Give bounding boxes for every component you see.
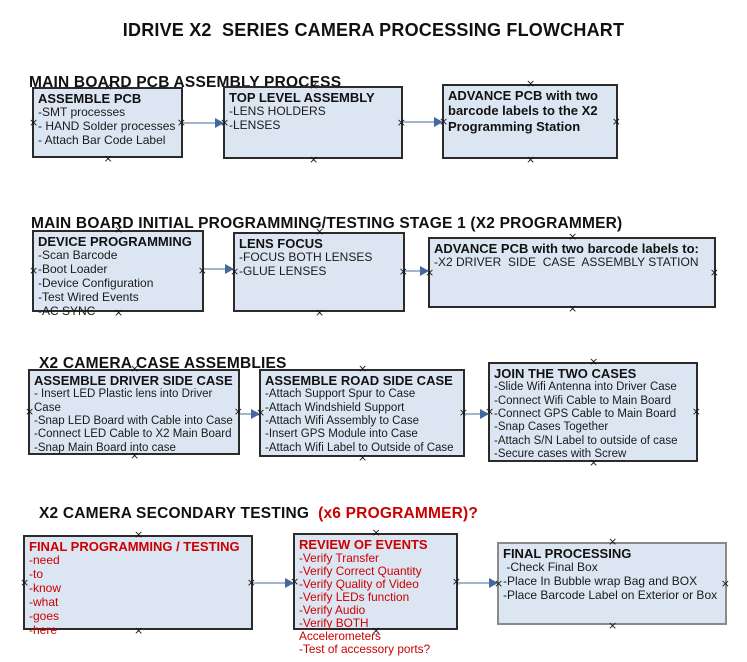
page-title: IDRIVE X2 SERIES CAMERA PROCESSING FLOWC… [122,20,625,40]
arrow-head-icon [215,118,224,128]
section-heading-accent: (x6 PROGRAMMER)? [309,505,479,522]
connector-arrow [240,409,260,419]
anchor-mark [20,577,29,588]
arrow-head-icon [480,409,489,419]
anchor-mark [29,265,38,276]
flow-box-assemble-road-side-case: ASSEMBLE ROAD SIDE CASE -Attach Support … [259,369,465,457]
anchor-mark [29,117,38,128]
box-items: -Check Final Box -Place In Bubble wrap B… [503,560,718,603]
box-items: -Scan Barcode -Boot Loader -Device Confi… [38,248,154,318]
anchor-mark [526,154,535,165]
box-title: ADVANCE PCB with two barcode labels to: [434,241,699,256]
box-items: -SMT processes - HAND Solder processes -… [38,105,176,148]
section-heading-case-assemblies: X2 CAMERA CASE ASSEMBLIES [30,337,287,373]
section-heading-text: MAIN BOARD INITIAL PROGRAMMING/TESTING S… [31,215,623,232]
box-title: FINAL PROGRAMMING / TESTING [29,539,240,554]
anchor-mark [25,406,34,417]
arrow-head-icon [434,117,443,127]
section-heading-secondary-testing: X2 CAMERA SECONDARY TESTING (x6 PROGRAMM… [30,487,478,523]
flow-box-assemble-pcb: ASSEMBLE PCB -SMT processes - HAND Solde… [32,87,183,158]
box-title: ASSEMBLE DRIVER SIDE CASE [34,373,233,388]
arrow-shaft [183,122,219,124]
flow-box-lens-focus: LENS FOCUS -FOCUS BOTH LENSES -GLUE LENS… [233,232,405,312]
arrow-shaft [253,582,289,584]
flow-box-final-processing: FINAL PROCESSING -Check Final Box -Place… [497,542,727,625]
box-items: -Attach Support Spur to Case -Attach Win… [265,388,454,454]
anchor-mark [608,620,617,631]
box-items: -Slide Wifi Antenna into Driver Case -Co… [494,381,678,460]
anchor-mark [309,154,318,165]
arrow-head-icon [285,578,294,588]
connector-arrow [204,264,234,274]
connector-arrow [405,266,429,276]
anchor-mark [568,303,577,314]
flow-box-join-the-two-cases: JOIN THE TWO CASES -Slide Wifi Antenna i… [488,362,698,462]
arrow-shaft [204,268,229,270]
connector-arrow [465,409,489,419]
box-items: -FOCUS BOTH LENSES -GLUE LENSES [239,250,373,279]
section-heading-text: X2 CAMERA CASE ASSEMBLIES [39,355,287,372]
box-title: FINAL PROCESSING [503,546,632,561]
arrow-head-icon [489,578,498,588]
arrow-shaft [458,582,493,584]
connector-arrow [458,578,498,588]
anchor-mark [710,267,719,278]
flow-box-top-level-assembly: TOP LEVEL ASSEMBLY -LENS HOLDERS -LENSES [223,86,403,159]
anchor-mark [612,116,621,127]
connector-arrow [183,118,224,128]
flow-box-advance-pcb-driver-side-station: ADVANCE PCB with two barcode labels to: … [428,237,716,308]
arrow-shaft [465,413,484,415]
connector-arrow [253,578,294,588]
arrow-shaft [405,270,424,272]
flow-box-review-of-events: REVIEW OF EVENTS -Verify Transfer -Verif… [293,533,458,656]
flow-box-assemble-driver-side-case: ASSEMBLE DRIVER SIDE CASE - Insert LED P… [28,369,240,455]
arrow-head-icon [225,264,234,274]
box-title: ADVANCE PCB with two barcode labels to t… [448,88,602,134]
arrow-shaft [240,413,255,415]
box-title: TOP LEVEL ASSEMBLY [229,90,375,105]
box-items: -LENS HOLDERS -LENSES [229,104,326,133]
box-items: -Verify Transfer -Verify Correct Quantit… [299,551,431,657]
box-items: - Insert LED Plastic lens into Driver Ca… [34,388,233,454]
box-items: -X2 DRIVER SIDE CASE ASSEMBLY STATION [434,255,699,270]
box-title: DEVICE PROGRAMMING [38,234,192,249]
anchor-mark [692,406,701,417]
arrow-shaft [403,121,438,123]
anchor-mark [315,307,324,318]
flow-box-final-programming-testing: FINAL PROGRAMMING / TESTING -need -to -k… [20,535,253,637]
anchor-mark [721,578,730,589]
box-items: -need -to -know -what -goes -here [29,553,62,637]
box-title: REVIEW OF EVENTS [299,537,428,552]
box-title: JOIN THE TWO CASES [494,366,637,381]
box-title: ASSEMBLE PCB [38,91,142,106]
arrow-head-icon [420,266,429,276]
connector-arrow [403,117,443,127]
section-heading-text: X2 CAMERA SECONDARY TESTING [39,505,310,522]
arrow-head-icon [251,409,260,419]
flow-box-device-programming: DEVICE PROGRAMMING -Scan Barcode -Boot L… [29,230,204,318]
section-heading-initial-programming: MAIN BOARD INITIAL PROGRAMMING/TESTING S… [22,197,622,233]
flow-box-advance-pcb-programming-station: ADVANCE PCB with two barcode labels to t… [442,84,618,159]
box-title: ASSEMBLE ROAD SIDE CASE [265,373,453,388]
box-title: LENS FOCUS [239,236,323,251]
anchor-mark [104,153,113,164]
